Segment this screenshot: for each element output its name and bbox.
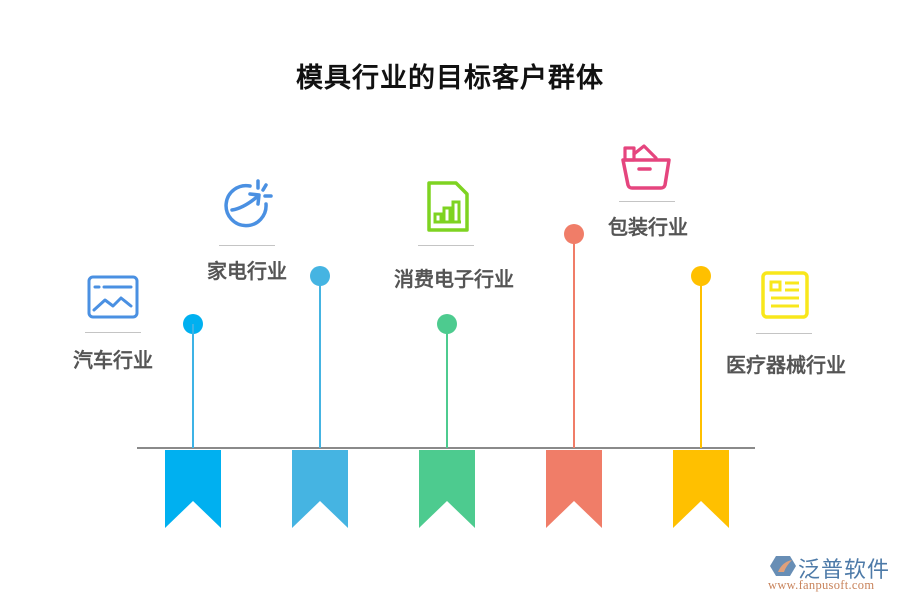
item-divider — [619, 201, 675, 202]
bar-chart-document-icon — [420, 180, 476, 232]
item-divider — [418, 245, 474, 246]
pin-stem — [319, 276, 321, 448]
growth-arrow-circle-icon — [220, 178, 276, 230]
pin-stem — [446, 324, 448, 448]
page-title: 模具行业的目标客户群体 — [296, 63, 604, 94]
image-landscape-icon — [85, 274, 141, 326]
item-divider — [219, 245, 275, 246]
item-label: 消费电子行业 — [394, 267, 514, 291]
item-divider — [85, 332, 141, 333]
pin-stem — [573, 234, 575, 448]
ribbon-flag — [673, 450, 729, 528]
ribbon-flag — [292, 450, 348, 528]
watermark-logo: 泛普软件 www.fanpusoft.com — [768, 552, 896, 596]
ribbon-flag — [165, 450, 221, 528]
pin-stem — [192, 324, 194, 448]
ribbon-flag — [419, 450, 475, 528]
watermark-name: 泛普软件 — [798, 558, 891, 583]
item-divider — [756, 333, 812, 334]
timeline-baseline — [137, 447, 755, 449]
item-label: 汽车行业 — [73, 348, 153, 372]
document-list-icon — [757, 270, 813, 322]
pin-stem — [700, 276, 702, 448]
ribbon-flag — [546, 450, 602, 528]
item-label: 家电行业 — [207, 259, 287, 283]
watermark-url: www.fanpusoft.com — [768, 578, 875, 592]
item-label: 包装行业 — [608, 215, 688, 239]
item-label: 医疗器械行业 — [726, 353, 846, 377]
basket-box-icon — [620, 142, 676, 194]
fanpu-logo-icon — [770, 554, 796, 582]
